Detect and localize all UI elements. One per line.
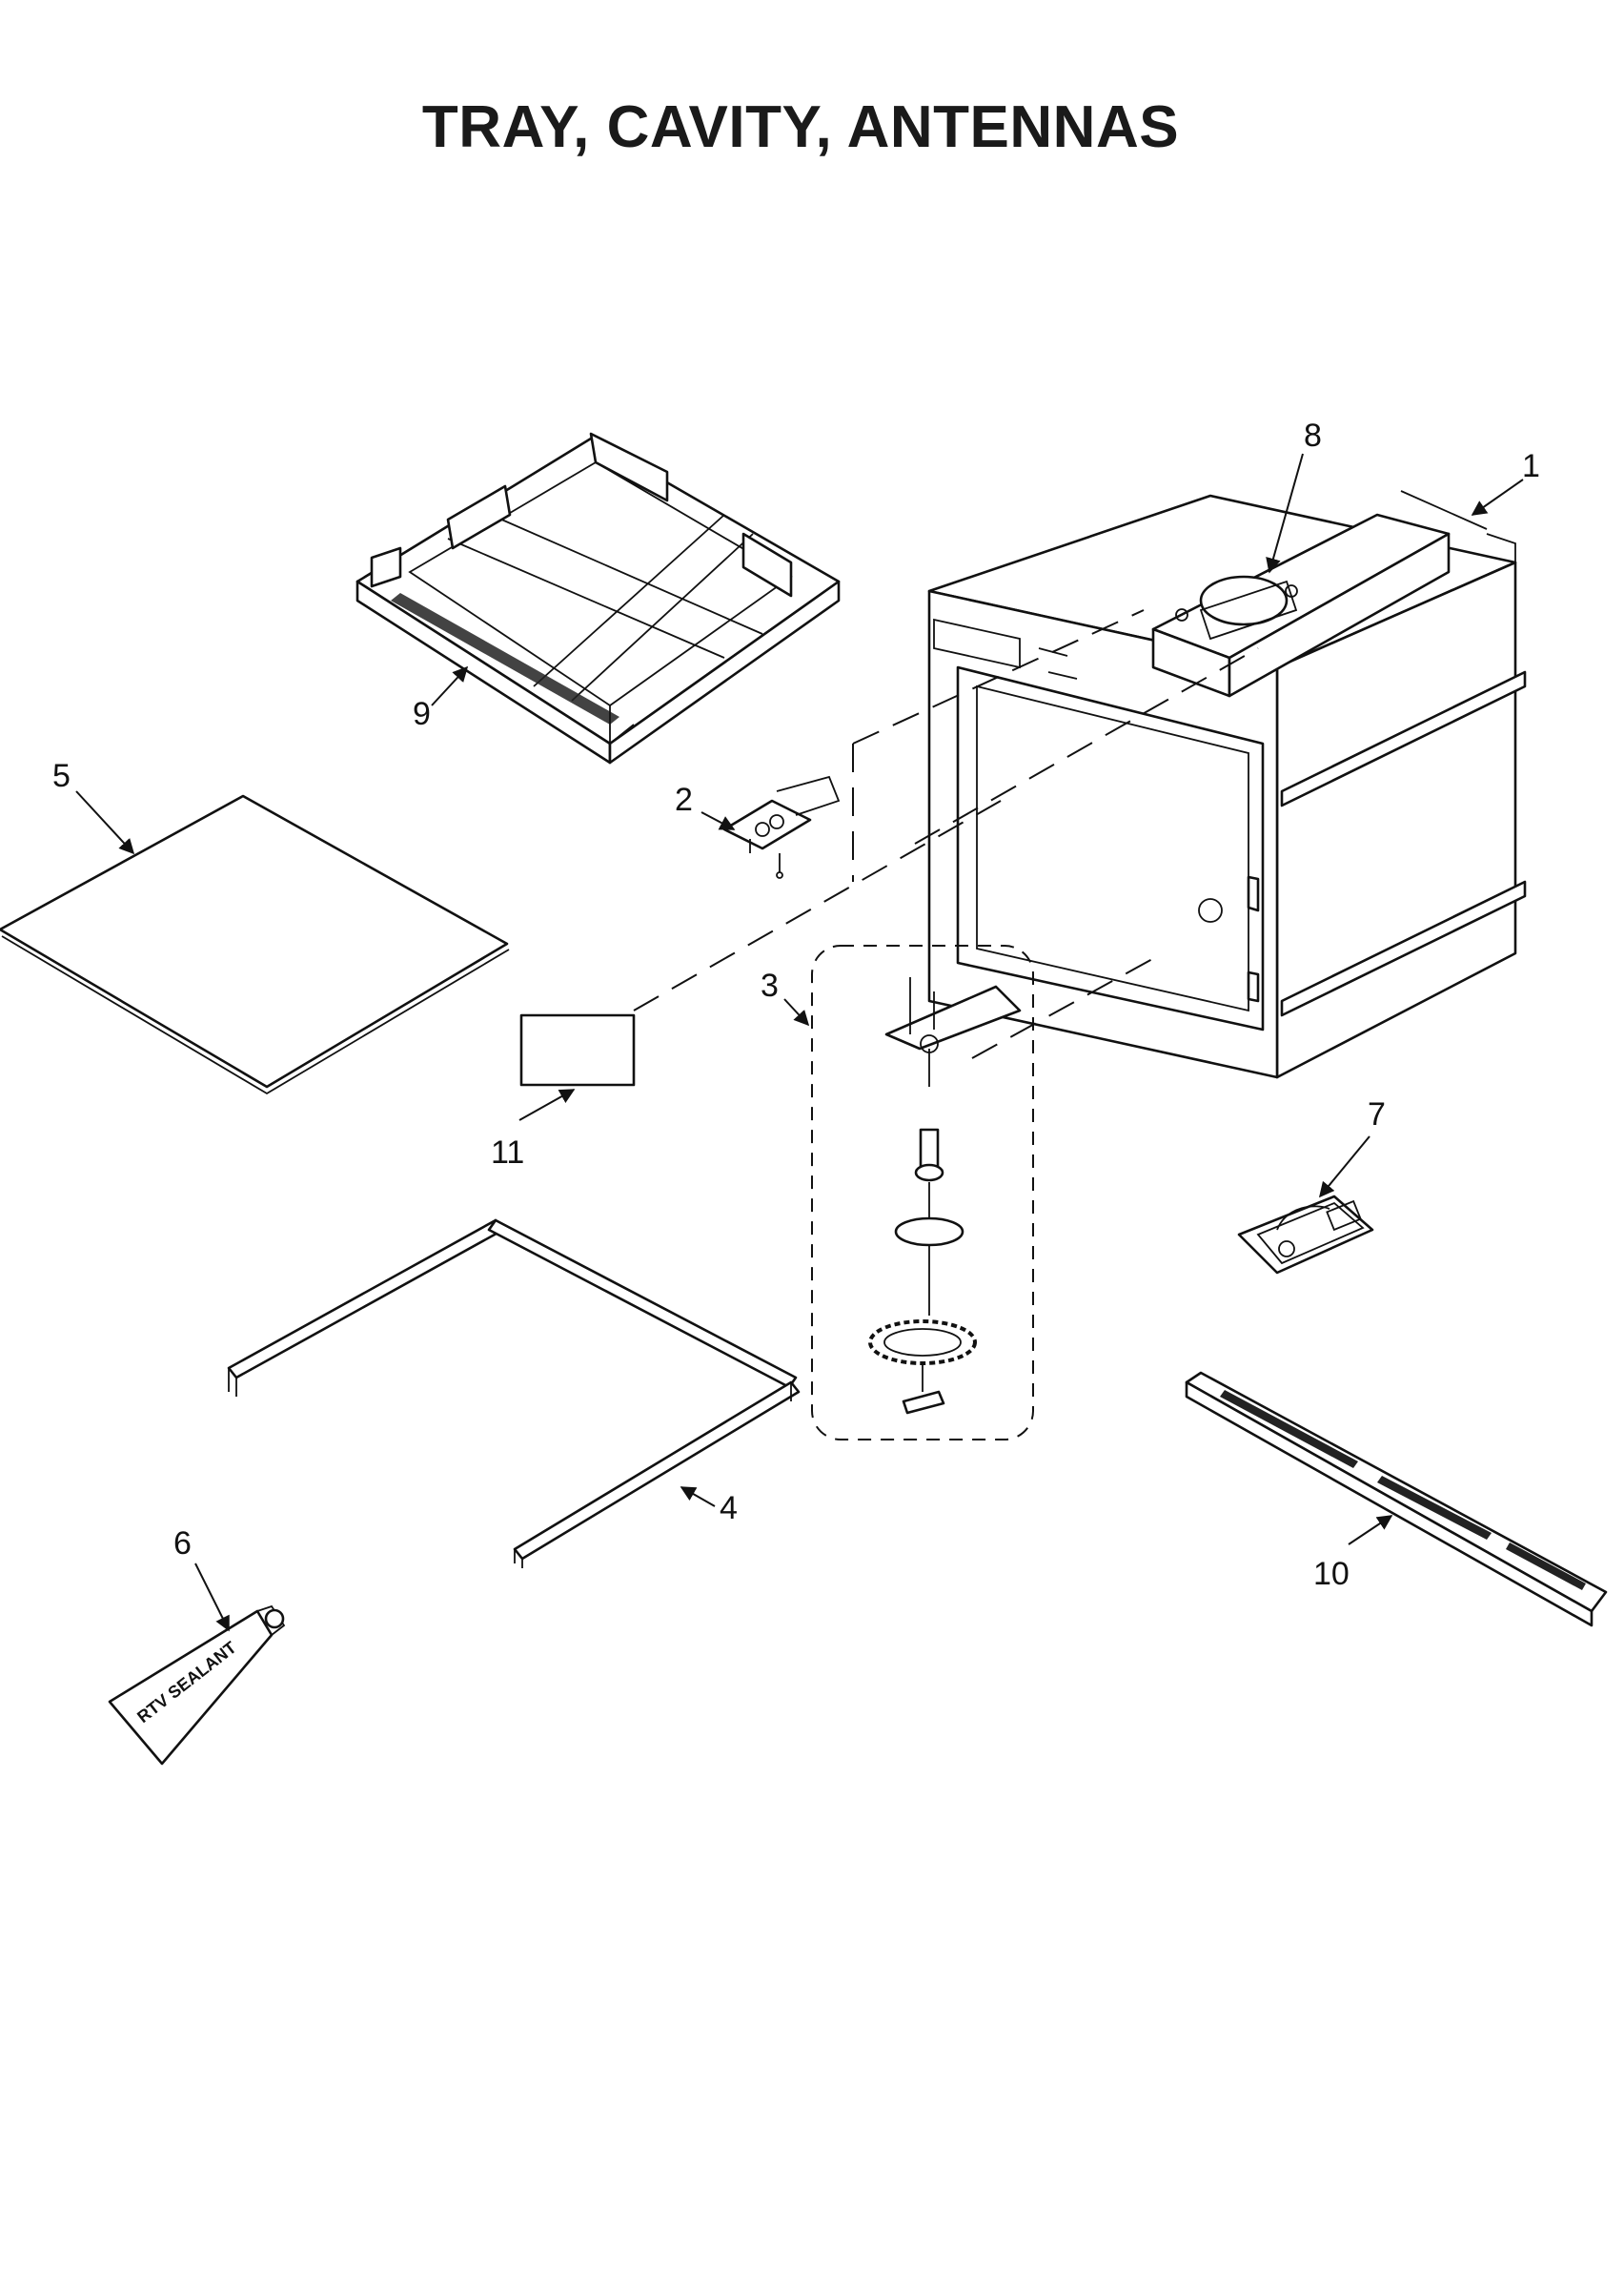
callout-6: 6	[173, 1525, 192, 1562]
callout-5: 5	[52, 758, 71, 794]
diagram-title: TRAY, CAVITY, ANTENNAS	[421, 94, 1180, 160]
callout-7: 7	[1368, 1096, 1386, 1133]
shelf-plate-part-5[interactable]	[0, 794, 510, 1095]
callout-9: 9	[413, 696, 431, 732]
guide-lines	[633, 609, 1259, 1059]
frame-rails-part-4[interactable]	[227, 1218, 801, 1568]
callout-11: 11	[491, 1134, 524, 1171]
callout-8: 8	[1304, 418, 1322, 454]
callout-labels: 1 2 3 4 5 6 7 8 9 10 11	[52, 418, 1540, 1592]
callout-3: 3	[761, 968, 779, 1004]
antenna-assembly-part-3[interactable]	[811, 945, 1034, 1440]
callout-2: 2	[675, 782, 693, 818]
cavity-part-1[interactable]	[927, 490, 1527, 1079]
vent-grille-part-10[interactable]	[1185, 1371, 1608, 1627]
leader-lines	[75, 453, 1524, 1632]
callout-4: 4	[720, 1490, 738, 1526]
sealant-tube-part-6[interactable]: RTV SEALANT	[108, 1604, 286, 1766]
antenna-bracket-part-2[interactable]	[722, 775, 841, 879]
tray-part-9[interactable]	[355, 432, 841, 765]
label-part-11[interactable]	[519, 1013, 636, 1087]
callout-10: 10	[1313, 1556, 1350, 1592]
callout-1: 1	[1522, 448, 1540, 484]
control-board-part-7[interactable]	[1237, 1195, 1374, 1275]
